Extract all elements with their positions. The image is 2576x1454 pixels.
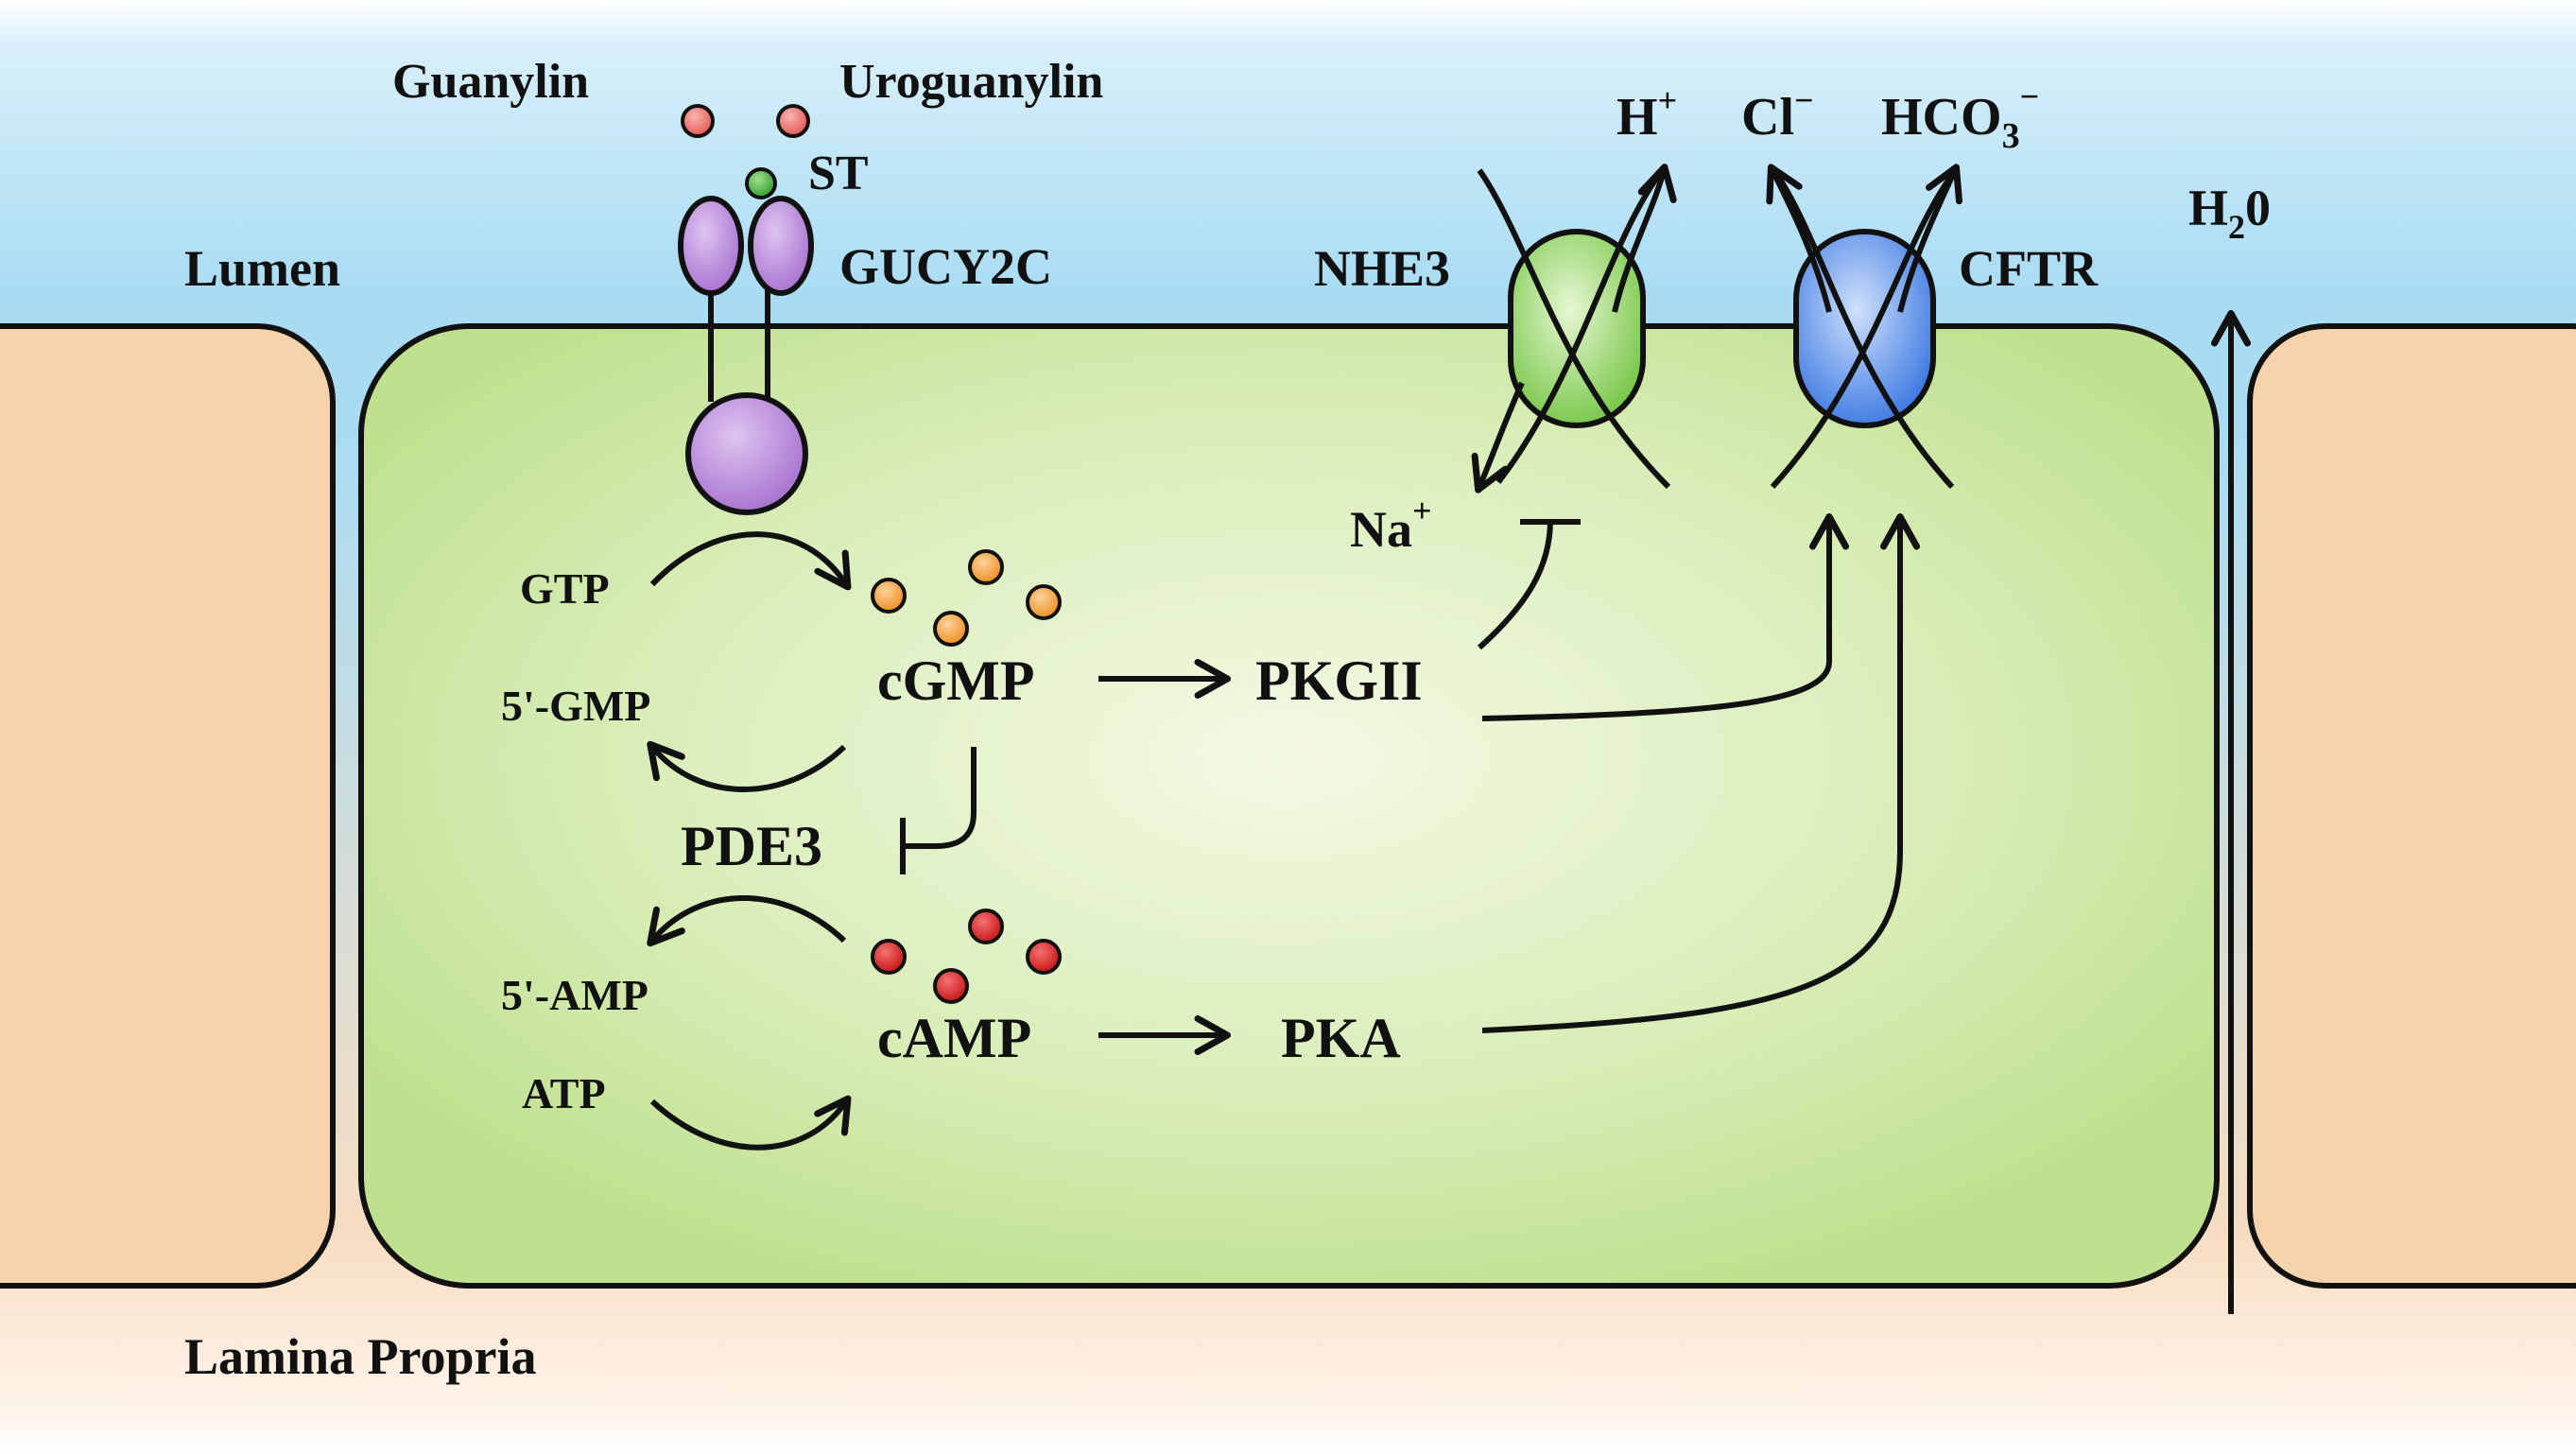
pkgii-label: PKGII bbox=[1255, 649, 1423, 712]
uroguanylin-label: Uroguanylin bbox=[839, 55, 1103, 109]
st-label: ST bbox=[808, 147, 869, 200]
camp-molecules bbox=[871, 909, 1062, 1004]
cgmp-to-5gmp-arrow bbox=[647, 740, 847, 792]
5-gmp-label: 5'-GMP bbox=[501, 682, 650, 730]
gtp-label: GTP bbox=[520, 564, 610, 613]
cgmp-label: cGMP bbox=[877, 649, 1035, 712]
na-influx-arrow bbox=[1471, 381, 1525, 493]
camp-label: cAMP bbox=[877, 1007, 1031, 1069]
cftr-channel bbox=[1770, 173, 1955, 490]
gucy2c-receptor bbox=[678, 196, 814, 515]
pkgii-to-cftr-arrow bbox=[1481, 513, 1849, 721]
lumen-label: Lumen bbox=[184, 240, 340, 297]
h-plus-label: H+ bbox=[1616, 81, 1677, 147]
h2o-label: H20 bbox=[2188, 180, 2271, 246]
guanylin-dot bbox=[681, 104, 715, 138]
nhe3-channel bbox=[1477, 168, 1671, 490]
cftr-label: CFTR bbox=[1959, 240, 2099, 297]
pde3-label: PDE3 bbox=[681, 815, 822, 877]
hco3-efflux-arrow bbox=[1897, 164, 1962, 313]
gucy2c-label: GUCY2C bbox=[839, 238, 1052, 295]
pka-label: PKA bbox=[1281, 1007, 1401, 1069]
right-neighbor-cell bbox=[2247, 323, 2576, 1289]
atp-label: ATP bbox=[522, 1069, 606, 1117]
pkgii-inhibits-nhe3 bbox=[1477, 519, 1553, 650]
left-neighbor-cell bbox=[0, 323, 336, 1289]
cgmp-inhibits-pde3 bbox=[903, 747, 977, 849]
cgmp-molecules bbox=[871, 549, 1062, 647]
na-plus-label: Na+ bbox=[1350, 492, 1432, 558]
uroguanylin-dot bbox=[776, 104, 810, 138]
pka-to-cftr-arrow bbox=[1481, 513, 1920, 1033]
st-dot bbox=[745, 167, 777, 199]
atp-to-camp-arrow bbox=[649, 1095, 852, 1151]
guanylin-label: Guanylin bbox=[392, 55, 589, 109]
camp-to-5amp-arrow bbox=[647, 895, 847, 947]
h-plus-efflux-arrow bbox=[1612, 164, 1677, 313]
nhe3-label: NHE3 bbox=[1314, 240, 1450, 297]
lamina-propria-label: Lamina Propria bbox=[184, 1328, 537, 1385]
5-amp-label: 5'-AMP bbox=[501, 971, 648, 1019]
gtp-to-cgmp-arrow bbox=[649, 531, 852, 591]
hco3-minus-label: HCO3− bbox=[1881, 78, 2039, 156]
cl-minus-label: Cl− bbox=[1741, 81, 1814, 147]
cl-efflux-arrow bbox=[1766, 164, 1832, 313]
